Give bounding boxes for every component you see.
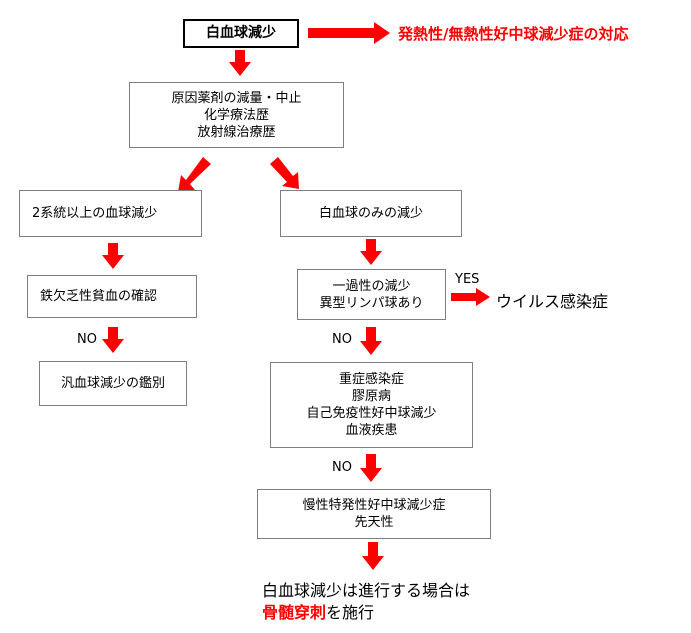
right-box-3-line: 重症感染症 — [338, 372, 404, 387]
step1-box: 原因薬剤の減量・中止 化学療法歴 放射線治療歴 — [129, 82, 344, 148]
right-no-label-1: NO — [332, 332, 352, 347]
right-no-label-2: NO — [332, 460, 352, 475]
left-no-label: NO — [77, 332, 97, 347]
right-box-3: 重症感染症 膠原病 自己免疫性好中球減少 血液疾患 — [270, 362, 473, 448]
arrow-right-2 — [360, 327, 382, 355]
step1-line: 放射線治療歴 — [197, 124, 276, 140]
left-box-1-label: 2系統以上の血球減少 — [32, 206, 158, 221]
right-box-2-line: 一過性の減少 — [332, 278, 411, 294]
right-box-1-label: 白血球のみの減少 — [318, 206, 423, 221]
right-box-3-line: 自己免疫性好中球減少 — [306, 406, 437, 421]
start-box: 白血球減少 — [183, 19, 299, 48]
arrow-right-4 — [362, 542, 384, 570]
yes-result: ウイルス感染症 — [496, 292, 609, 311]
left-box-3-label: 汎血球減少の鑑別 — [60, 376, 165, 391]
arrow-diag-right — [270, 157, 299, 189]
arrow-right-1 — [360, 239, 382, 265]
right-box-3-line: 膠原病 — [351, 389, 391, 404]
final-line-1: 白血球減少は進行する場合は — [262, 581, 471, 600]
arrow-yes — [451, 288, 490, 306]
step1-line: 原因薬剤の減量・中止 — [171, 90, 302, 106]
right-box-1: 白血球のみの減少 — [280, 190, 462, 237]
step1-line: 化学療法歴 — [203, 107, 269, 123]
final-line-2: 骨髄穿刺を施行 — [262, 602, 470, 624]
right-box-2-line: 異型リンパ球あり — [319, 295, 424, 311]
arrow-right-3 — [360, 454, 382, 482]
start-label: 白血球減少 — [206, 25, 276, 41]
left-box-2-label: 鉄欠乏性貧血の確認 — [40, 289, 158, 304]
final-accent: 骨髄穿刺 — [262, 603, 327, 622]
arrow-start-down — [229, 50, 251, 76]
final-note: 白血球減少は進行する場合は 骨髄穿刺を施行 — [262, 580, 470, 624]
right-box-3-line: 血液疾患 — [345, 423, 398, 438]
right-box-4: 慢性特発性好中球減少症 先天性 — [257, 489, 491, 539]
right-box-4-line: 慢性特発性好中球減少症 — [302, 498, 446, 513]
left-box-1: 2系統以上の血球減少 — [19, 190, 202, 237]
arrow-left-2 — [102, 327, 124, 353]
left-box-2: 鉄欠乏性貧血の確認 — [27, 275, 197, 318]
yes-label: YES — [455, 272, 480, 287]
arrow-start-to-side — [308, 22, 390, 44]
arrow-diag-left — [178, 157, 211, 192]
final-rest: を施行 — [326, 603, 375, 622]
left-box-3: 汎血球減少の鑑別 — [39, 361, 187, 406]
arrow-left-1 — [102, 243, 124, 269]
right-box-4-line: 先天性 — [354, 515, 394, 530]
side-title: 発熱性/無熱性好中球減少症の対応 — [398, 25, 629, 43]
right-box-2: 一過性の減少 異型リンパ球あり — [297, 269, 446, 320]
